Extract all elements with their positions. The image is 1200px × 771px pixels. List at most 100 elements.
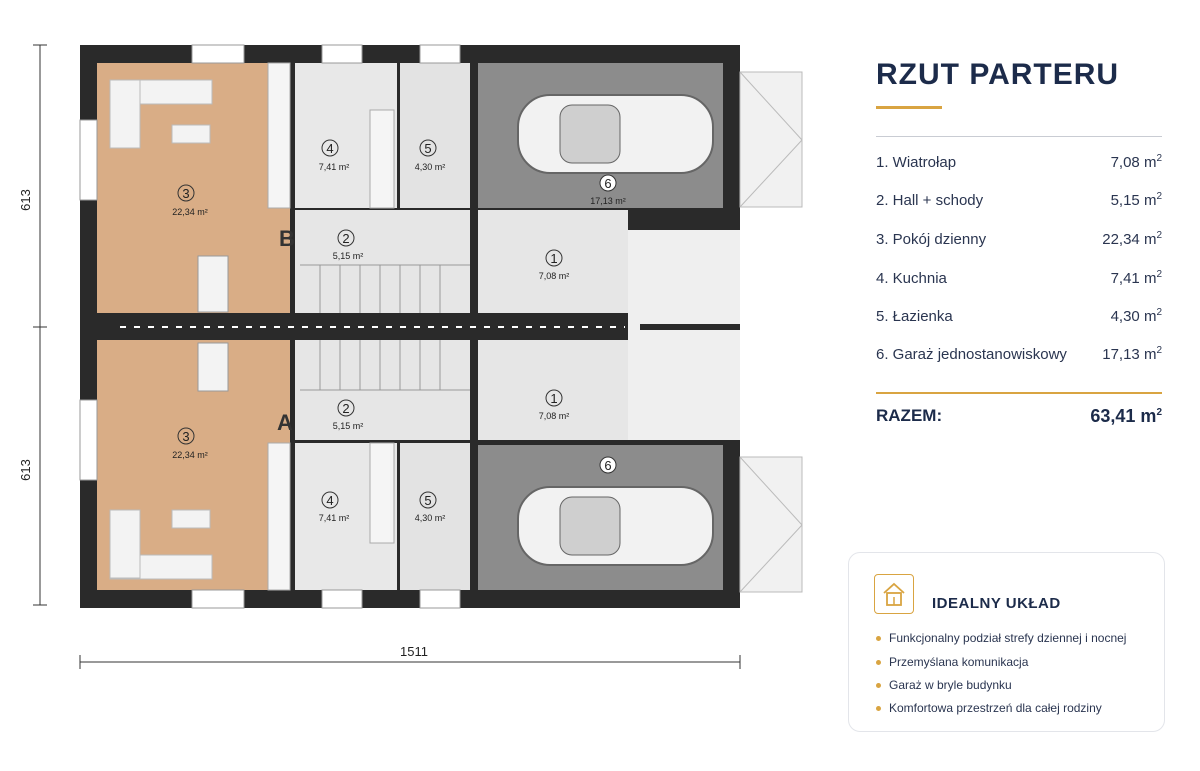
room-area: 7,41 m2 <box>1110 269 1162 287</box>
room-row: 3. Pokój dzienny 22,34 m2 <box>876 228 1162 250</box>
room-name: 1. Wiatrołap <box>876 153 957 171</box>
kitchen-counter <box>369 109 395 209</box>
svg-text:22,34 m²: 22,34 m² <box>172 207 208 217</box>
bathroom-b <box>400 63 470 208</box>
window <box>321 589 363 609</box>
page-title: RZUT PARTERU <box>876 58 1120 91</box>
bathroom-a <box>400 443 470 590</box>
car-icon <box>517 94 714 174</box>
room-name: 3. Pokój dzienny <box>876 230 987 248</box>
kitchen-counter <box>369 442 395 544</box>
room-label-4-b: 4 7,41 m² <box>319 139 350 172</box>
svg-text:5: 5 <box>424 141 431 156</box>
room-area: 22,34 m2 <box>1102 230 1162 248</box>
room-area: 4,30 m2 <box>1110 307 1162 325</box>
svg-text:4,30 m²: 4,30 m² <box>415 513 446 523</box>
total-row: RAZEM: 63,41 m2 <box>876 406 1162 427</box>
kitchen-counter <box>267 442 291 591</box>
window <box>79 399 98 481</box>
window <box>419 589 461 609</box>
svg-text:5,15 m²: 5,15 m² <box>333 251 364 261</box>
unit-letter-a: A <box>277 410 293 435</box>
dining-table <box>197 255 229 313</box>
svg-text:1511: 1511 <box>400 644 428 659</box>
room-name: 2. Hall + schody <box>876 191 984 209</box>
gold-divider <box>876 392 1162 394</box>
card-title: IDEALNY UKŁAD <box>932 595 1061 612</box>
kitchen-counter <box>267 62 291 209</box>
room-row: 5. Łazienka 4,30 m2 <box>876 305 1162 327</box>
room-row: 2. Hall + schody 5,15 m2 <box>876 189 1162 211</box>
svg-text:4,30 m²: 4,30 m² <box>415 162 446 172</box>
dimension-height: 613 613 <box>18 44 47 606</box>
window <box>191 589 245 609</box>
window <box>419 44 461 64</box>
room-area: 17,13 m2 <box>1102 345 1162 363</box>
hall-b <box>295 210 470 313</box>
window <box>79 119 98 201</box>
room-label-6-b: 6 17,13 m² <box>590 174 626 206</box>
entrance-b <box>478 210 628 313</box>
total-label: RAZEM: <box>876 406 943 425</box>
dining-table <box>197 342 229 392</box>
sofa <box>109 509 141 579</box>
canopy-b <box>739 71 803 208</box>
room-area: 7,08 m2 <box>1110 153 1162 171</box>
total-area: 63,41 m2 <box>1090 406 1162 426</box>
svg-text:7,41 m²: 7,41 m² <box>319 162 350 172</box>
room-label-1-b: 1 7,08 m² <box>539 249 570 281</box>
svg-text:6: 6 <box>604 458 611 473</box>
info-card <box>848 552 1165 732</box>
room-name: 5. Łazienka <box>876 307 953 325</box>
room-row: 1. Wiatrołap 7,08 m2 <box>876 151 1162 173</box>
unit-letter-b: B <box>279 226 295 251</box>
svg-text:5,15 m²: 5,15 m² <box>333 421 364 431</box>
svg-text:2: 2 <box>342 401 349 416</box>
room-name: 6. Garaż jednostanowiskowy <box>876 345 1067 363</box>
feature-bullet: Garaż w bryle budynku <box>876 678 1012 692</box>
room-label-5-a: 5 4,30 m² <box>415 491 446 523</box>
house-icon <box>874 574 914 614</box>
table <box>171 124 211 144</box>
svg-text:4: 4 <box>326 141 333 156</box>
room-label-2-b: 2 5,15 m² <box>333 229 364 261</box>
svg-text:22,34 m²: 22,34 m² <box>172 450 208 460</box>
room-label-3-a: 3 22,34 m² <box>172 427 208 460</box>
car-icon <box>517 486 714 566</box>
room-label-1-a: 1 7,08 m² <box>539 389 570 421</box>
staircase-a <box>300 340 470 391</box>
window <box>191 44 245 64</box>
dimension-width: 1511 <box>79 644 741 669</box>
window <box>321 44 363 64</box>
svg-text:1: 1 <box>550 251 557 266</box>
svg-text:7,41 m²: 7,41 m² <box>319 513 350 523</box>
divider <box>876 136 1162 137</box>
room-name: 4. Kuchnia <box>876 269 947 287</box>
room-label-6-a: 6 <box>599 456 617 474</box>
sofa <box>109 79 141 149</box>
svg-text:613: 613 <box>18 189 33 211</box>
svg-text:17,13 m²: 17,13 m² <box>590 196 626 206</box>
feature-bullet: Przemyślana komunikacja <box>876 655 1028 669</box>
svg-text:5: 5 <box>424 493 431 508</box>
svg-text:6: 6 <box>604 176 611 191</box>
room-label-2-a: 2 5,15 m² <box>333 399 364 431</box>
room-area: 5,15 m2 <box>1110 191 1162 209</box>
staircase-b <box>300 264 470 313</box>
feature-bullet: Funkcjonalny podział strefy dziennej i n… <box>876 631 1126 645</box>
svg-text:3: 3 <box>182 186 189 201</box>
canopy-a <box>739 456 803 593</box>
feature-bullet: Komfortowa przestrzeń dla całej rodziny <box>876 701 1102 715</box>
floor-plan: B A 3 22,34 m² 4 7,41 m² 5 4,30 m² 2 5,1… <box>18 44 803 669</box>
svg-text:7,08 m²: 7,08 m² <box>539 271 570 281</box>
room-label-5-b: 5 4,30 m² <box>415 139 446 172</box>
table <box>171 509 211 529</box>
svg-text:4: 4 <box>326 493 333 508</box>
room-label-4-a: 4 7,41 m² <box>319 491 350 523</box>
room-label-3-b: 3 22,34 m² <box>172 184 208 217</box>
room-row: 4. Kuchnia 7,41 m2 <box>876 267 1162 289</box>
porch <box>628 230 740 440</box>
svg-text:1: 1 <box>550 391 557 406</box>
title-underline <box>876 106 942 109</box>
svg-text:7,08 m²: 7,08 m² <box>539 411 570 421</box>
